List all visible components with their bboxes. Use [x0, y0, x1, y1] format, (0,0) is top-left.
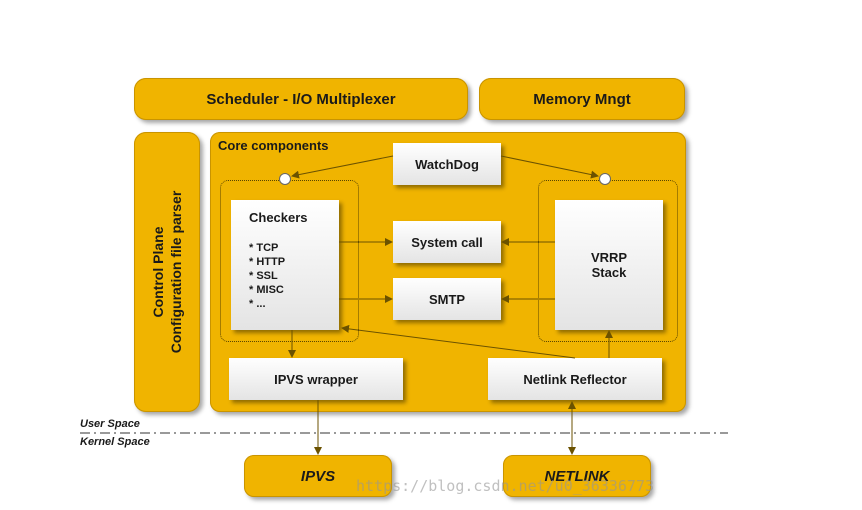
kernel-space-label: Kernel Space	[80, 436, 150, 448]
netlink-kernel-label: NETLINK	[544, 467, 610, 485]
scheduler-label: Scheduler - I/O Multiplexer	[206, 90, 396, 108]
watchdog-to-vrrp-arrow	[500, 155, 599, 179]
vrrp-label-line2: Stack	[591, 265, 627, 280]
watermark: https://blog.csdn.net/u0_36336773	[356, 477, 655, 495]
smtp-box: SMTP	[393, 278, 501, 320]
checker-item: HTTP	[249, 255, 285, 269]
watchdog-box: WatchDog	[393, 143, 501, 185]
reflector-to-checkers-arrow	[341, 324, 576, 359]
control-plane-bar: Control Plane Configuration file parser	[134, 132, 200, 412]
system-call-label: System call	[411, 234, 483, 250]
netlink-reflector-box: Netlink Reflector	[488, 358, 662, 400]
vrrp-connector	[599, 173, 611, 185]
vrrp-label-line1: VRRP	[590, 250, 628, 265]
checker-item: MISC	[249, 283, 285, 297]
ipvs-wrapper-box: IPVS wrapper	[229, 358, 403, 400]
checker-item: ...	[249, 297, 285, 311]
ipvs-kernel-box: IPVS	[244, 455, 392, 497]
checkers-box: Checkers TCP HTTP SSL MISC ...	[231, 200, 339, 330]
scheduler-bar: Scheduler - I/O Multiplexer	[134, 78, 468, 120]
memory-mngt-bar: Memory Mngt	[479, 78, 685, 120]
vrrp-stack-box: VRRP Stack	[555, 200, 663, 330]
checkers-title: Checkers	[249, 210, 308, 225]
memory-mngt-label: Memory Mngt	[533, 90, 631, 108]
user-space-label: User Space	[80, 418, 140, 430]
watchdog-to-checkers-arrow	[291, 155, 394, 179]
checker-item: TCP	[249, 241, 285, 255]
checker-item: SSL	[249, 269, 285, 283]
checkers-connector	[279, 173, 291, 185]
netlink-reflector-label: Netlink Reflector	[523, 371, 627, 387]
smtp-label: SMTP	[428, 291, 466, 307]
core-components-title: Core components	[218, 138, 329, 153]
checkers-list: TCP HTTP SSL MISC ...	[249, 241, 285, 311]
ipvs-wrapper-label: IPVS wrapper	[274, 371, 358, 387]
netlink-kernel-box: NETLINK	[503, 455, 651, 497]
watchdog-label: WatchDog	[415, 156, 479, 172]
ipvs-kernel-label: IPVS	[300, 467, 336, 485]
system-call-box: System call	[393, 221, 501, 263]
